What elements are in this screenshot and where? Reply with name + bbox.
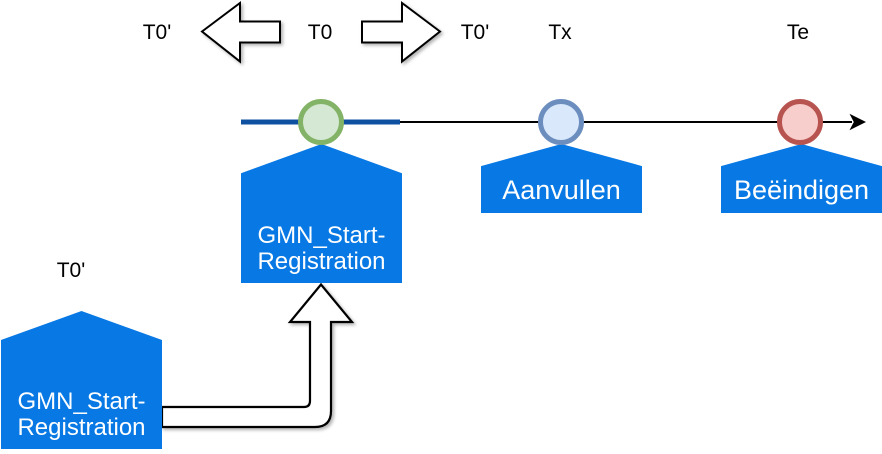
event-label: Aanvullen: [502, 175, 621, 205]
right-block-arrow-icon: [361, 1, 442, 64]
event-gmn-start-registration-source: GMN_Start- Registration: [1, 311, 162, 449]
event-label: Beëindigen: [733, 175, 870, 205]
label-t0-prime-right: T0': [460, 21, 490, 44]
label-tx: Tx: [548, 21, 572, 44]
event-label: GMN_Start- Registration: [257, 222, 386, 275]
milestone-green-circle: [298, 99, 344, 145]
milestone-red-circle: [777, 99, 823, 145]
bent-up-arrow-icon: [160, 282, 355, 429]
label-te: Te: [786, 21, 810, 44]
label-t0-prime-bottom: T0': [56, 259, 86, 282]
label-t0-prime-left: T0': [142, 21, 172, 44]
label-t0: T0: [307, 21, 333, 44]
event-gmn-start-registration: GMN_Start- Registration: [241, 144, 402, 283]
event-label: GMN_Start- Registration: [17, 388, 146, 441]
left-block-arrow-icon: [200, 1, 281, 64]
milestone-blue-circle: [538, 99, 584, 145]
timeline-arrowhead-icon: [849, 113, 866, 131]
